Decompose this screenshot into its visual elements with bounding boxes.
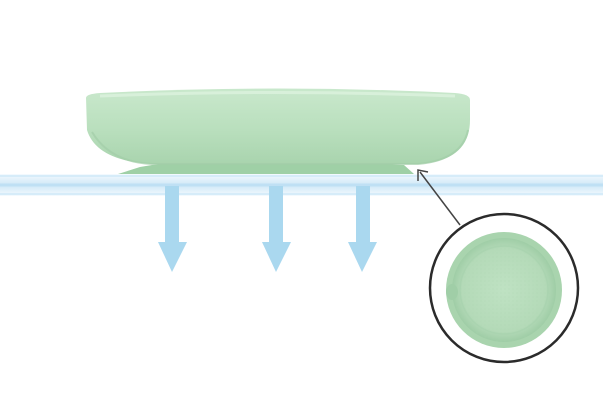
callout-pointer xyxy=(417,169,461,226)
arrow-down-icon xyxy=(348,186,377,272)
callout-detail xyxy=(428,212,580,364)
arrow-down-icon xyxy=(158,186,187,272)
callout-ring xyxy=(428,212,580,364)
pressure-arrows xyxy=(158,186,377,272)
table-surface xyxy=(0,174,603,196)
bowl-body xyxy=(86,88,470,165)
arrow-down-icon xyxy=(262,186,291,272)
